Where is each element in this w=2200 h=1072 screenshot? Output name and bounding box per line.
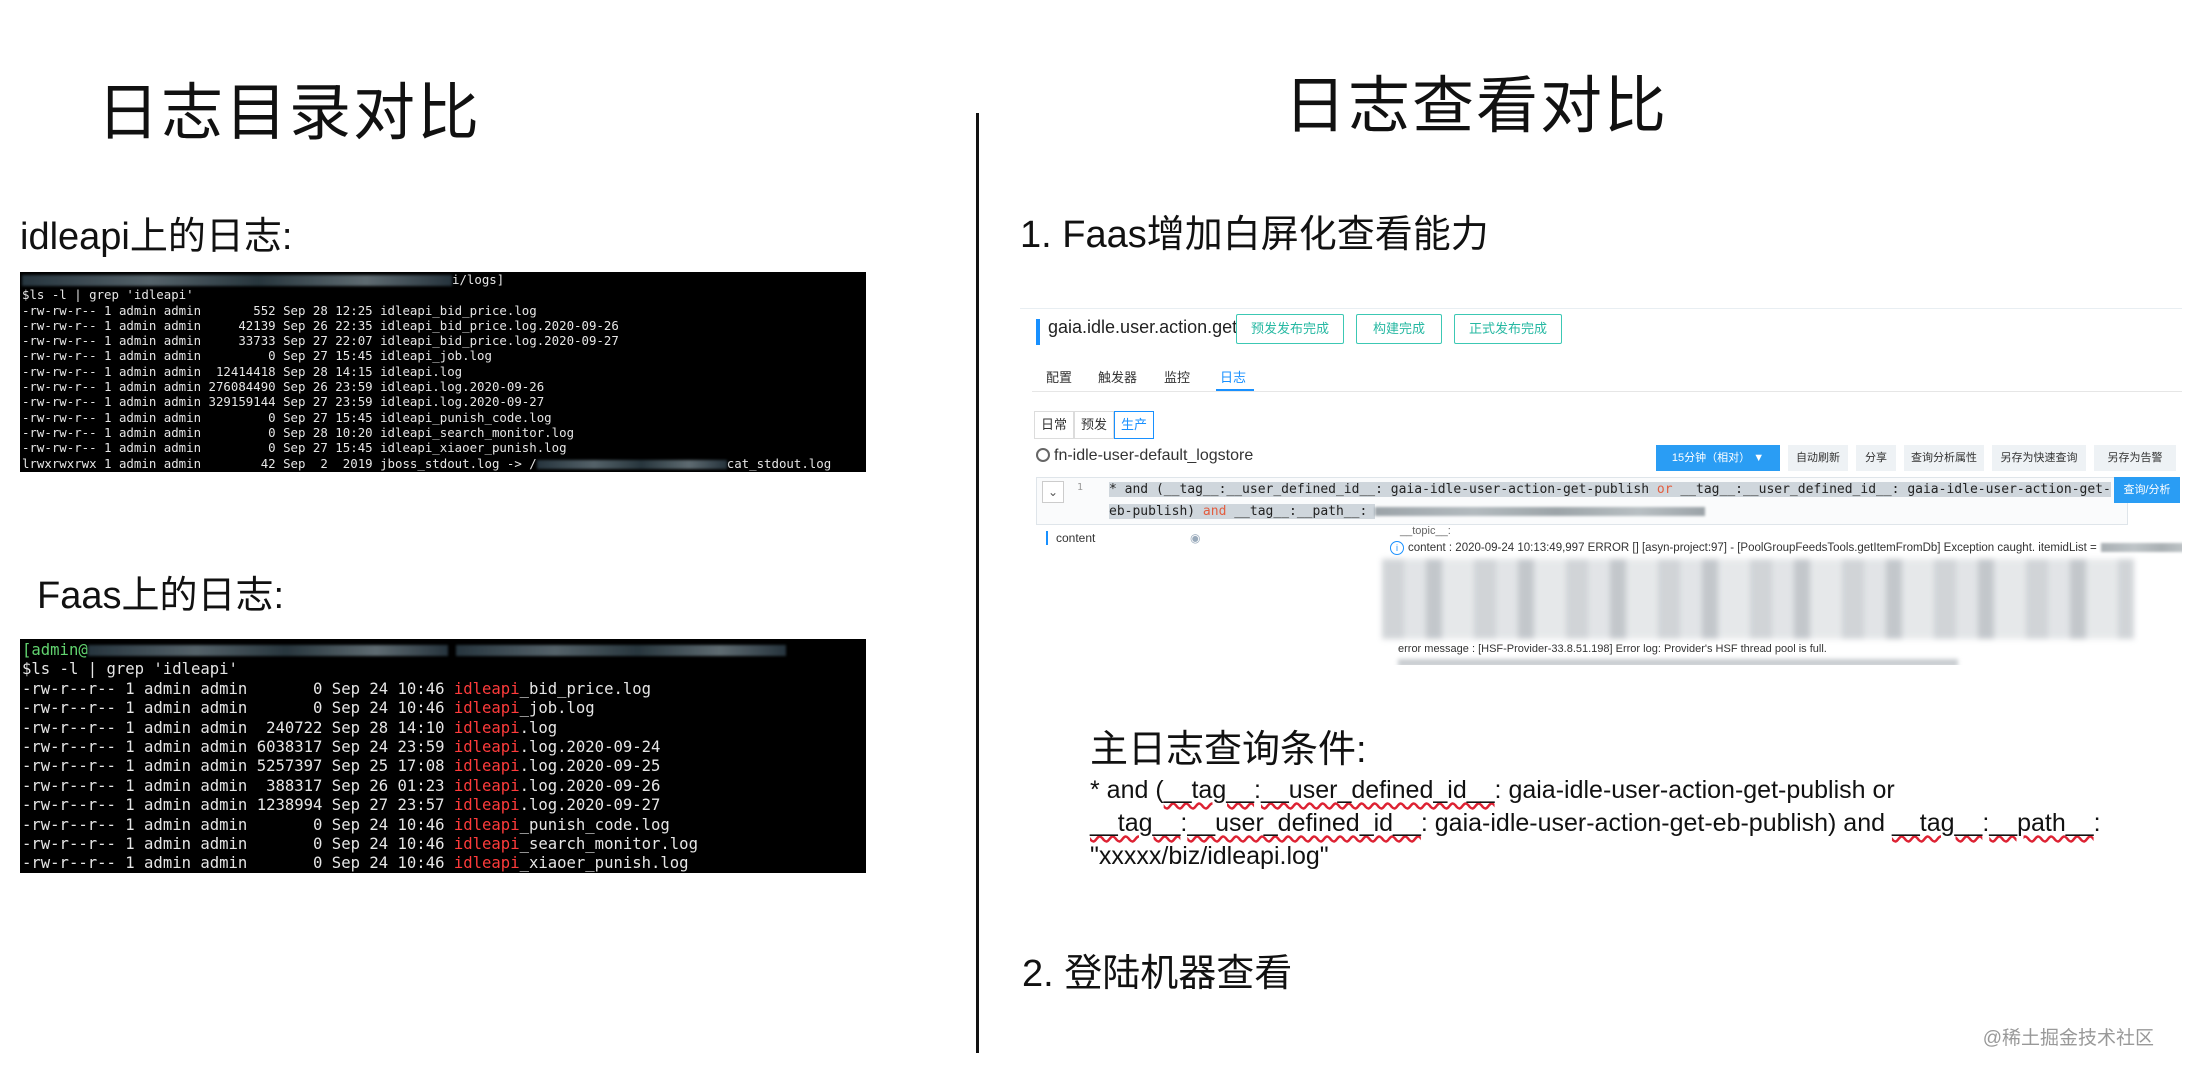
terminal-row: -rw-rw-r-- 1 admin admin 0 Sep 27 15:45 … [22, 440, 567, 456]
time-range-select[interactable]: 15分钟（相对） ▼ [1656, 445, 1780, 471]
blurred-stack-line [1398, 659, 1958, 665]
search-icon [1036, 448, 1050, 462]
terminal-command: $ls -l | grep 'idleapi' [22, 660, 238, 679]
query-analysis-props-button[interactable]: 查询分析属性 [1904, 445, 1984, 471]
share-button[interactable]: 分享 [1856, 445, 1896, 471]
info-icon: i [1390, 541, 1404, 555]
terminal-row: -rw-r--r-- 1 admin admin 240722 Sep 28 1… [22, 718, 558, 737]
query-editor[interactable]: 1 * and (__tag__:__user_defined_id__: ga… [1036, 477, 2128, 525]
function-title: gaia.idle.user.action.get [1048, 317, 1238, 337]
tab-log[interactable]: 日志 [1220, 370, 1247, 385]
terminal-row: -rw-r--r-- 1 admin admin 6038317 Sep 24 … [22, 738, 661, 757]
idleapi-terminal-screenshot: i/logs] $ls -l | grep 'idleapi' -rw-rw-r… [20, 272, 866, 472]
query-condition-text: * and (__tag__:__user_defined_id__: gaia… [1090, 776, 2101, 870]
terminal-row: -rw-r--r-- 1 admin admin 0 Sep 24 10:46 … [22, 854, 689, 873]
topic-field: __topic__: [1400, 525, 1451, 537]
item1-heading: 1. Faas增加白屏化查看能力 [1020, 214, 1489, 256]
error-message-line: error message : [HSF-Provider-33.8.51.19… [1398, 643, 1827, 655]
field-content[interactable]: content [1046, 531, 1095, 545]
env-tab-pre[interactable]: 预发 [1074, 411, 1115, 439]
terminal-row: -rw-rw-r-- 1 admin admin 552 Sep 28 12:2… [22, 302, 537, 318]
terminal-symlink-row: lrwxrwxrwx 1 admin admin 42 Sep 2 2019 j… [22, 455, 832, 471]
tab-divider [1032, 391, 2182, 392]
terminal-row: -rw-r--r-- 1 admin admin 5257397 Sep 25 … [22, 757, 661, 776]
tab-config[interactable]: 配置 [1046, 370, 1073, 385]
auto-refresh-button[interactable]: 自动刷新 [1788, 445, 1848, 471]
terminal-row: -rw-r--r-- 1 admin admin 1238994 Sep 27 … [22, 796, 661, 815]
terminal-row: -rw-r--r-- 1 admin admin 0 Sep 24 10:46 … [22, 835, 698, 854]
terminal-prompt: i/logs] [22, 272, 866, 287]
log-console-screenshot: gaia.idle.user.action.get 预发发布完成 构建完成 正式… [1020, 308, 2182, 665]
terminal-row: -rw-rw-r-- 1 admin admin 33733 Sep 27 22… [22, 333, 619, 349]
right-title: 日志查看对比 [1284, 72, 1669, 141]
faas-terminal-screenshot: [admin@ $ls -l | grep 'idleapi' -rw-r--r… [20, 639, 866, 873]
logstore-name: fn-idle-user-default_logstore [1036, 447, 1253, 465]
terminal-row: -rw-r--r-- 1 admin admin 0 Sep 24 10:46 … [22, 679, 652, 698]
tab-trigger[interactable]: 触发器 [1098, 370, 1138, 385]
env-tab-prod[interactable]: 生产 [1114, 411, 1155, 439]
tab-monitor[interactable]: 监控 [1164, 370, 1191, 385]
active-tab-underline [1216, 389, 1254, 391]
terminal-row: -rw-rw-r-- 1 admin admin 0 Sep 27 15:45 … [22, 348, 492, 364]
blurred-log-block [1382, 559, 2134, 639]
left-title: 日志目录对比 [97, 79, 482, 148]
terminal-row: -rw-rw-r-- 1 admin admin 0 Sep 28 10:20 … [22, 424, 575, 440]
watermark: @稀土掘金技术社区 [1982, 1028, 2154, 1049]
eye-icon[interactable]: ◉ [1190, 531, 1201, 545]
query-line-2: eb-publish) and __tag__:__path__: [1109, 504, 1706, 519]
run-query-button[interactable]: 查询/分析 [2114, 477, 2180, 503]
faas-heading: Faas上的日志: [37, 575, 285, 617]
save-alert-button[interactable]: 另存为告警 [2094, 445, 2176, 471]
build-done-button[interactable]: 构建完成 [1356, 314, 1442, 344]
terminal-row: -rw-r--r-- 1 admin admin 0 Sep 24 10:46 … [22, 815, 670, 834]
terminal-row: -rw-rw-r-- 1 admin admin 12414418 Sep 28… [22, 363, 463, 379]
chevron-down-icon[interactable]: ⌄ [1042, 481, 1064, 503]
title-accent-bar [1036, 319, 1040, 345]
save-quick-query-button[interactable]: 另存为快速查询 [1992, 445, 2086, 471]
terminal-row: -rw-rw-r-- 1 admin admin 329159144 Sep 2… [22, 394, 545, 410]
terminal-prompt: [admin@ [22, 641, 866, 660]
column-divider [976, 113, 979, 1053]
terminal-row: -rw-rw-r-- 1 admin admin 276084490 Sep 2… [22, 379, 545, 395]
query-condition-title: 主日志查询条件: [1090, 729, 1367, 771]
release-done-button[interactable]: 正式发布完成 [1454, 314, 1562, 344]
line-number: 1 [1077, 482, 1084, 493]
pre-release-done-button[interactable]: 预发发布完成 [1236, 314, 1344, 344]
item2-heading: 2. 登陆机器查看 [1022, 953, 1293, 995]
terminal-row: -rw-r--r-- 1 admin admin 0 Sep 24 10:46 … [22, 699, 595, 718]
caret-down-icon: ▼ [1753, 452, 1765, 464]
query-line-1: * and (__tag__:__user_defined_id__: gaia… [1109, 482, 2111, 497]
env-tab-daily[interactable]: 日常 [1034, 411, 1075, 439]
terminal-row: -rw-rw-r-- 1 admin admin 0 Sep 27 15:45 … [22, 409, 552, 425]
terminal-command: $ls -l | grep 'idleapi' [22, 287, 194, 303]
terminal-row: -rw-rw-r-- 1 admin admin 42139 Sep 26 22… [22, 317, 619, 333]
idleapi-heading: idleapi上的日志: [20, 216, 293, 258]
terminal-row: -rw-r--r-- 1 admin admin 388317 Sep 26 0… [22, 776, 661, 795]
